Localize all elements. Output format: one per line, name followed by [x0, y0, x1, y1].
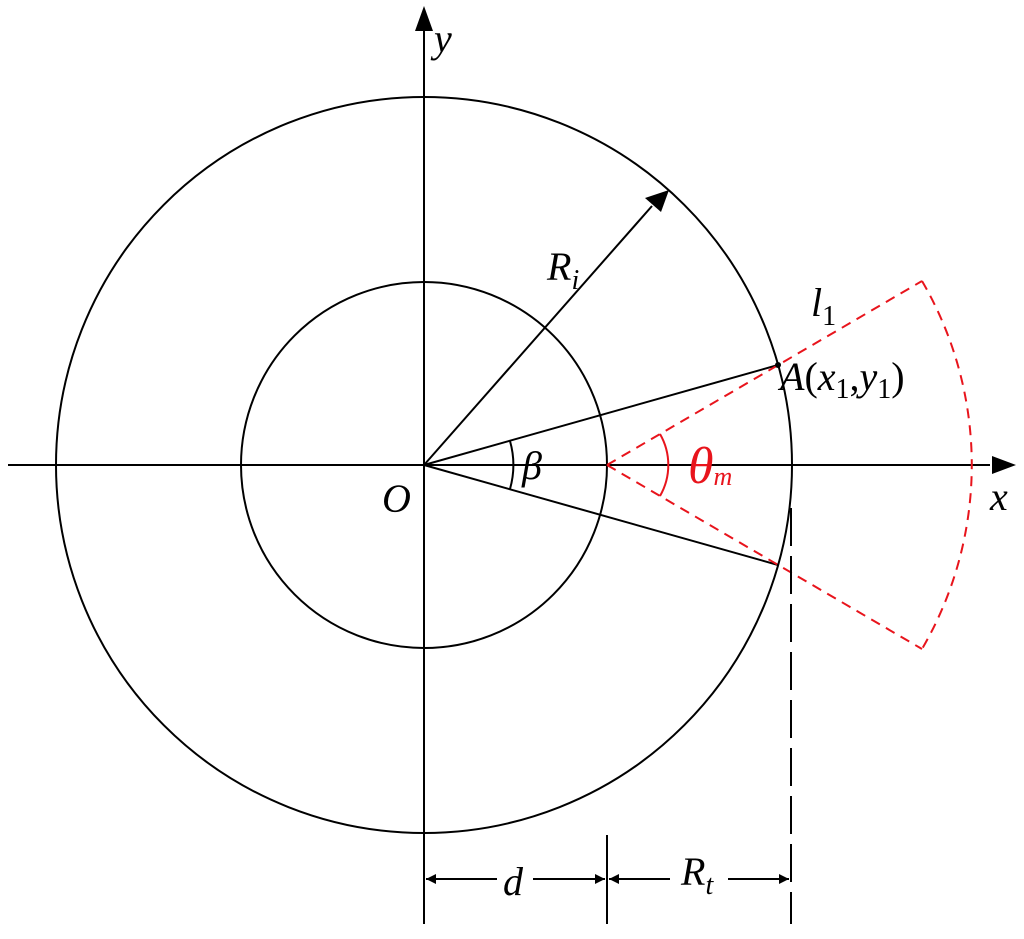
origin-label: O	[382, 476, 411, 521]
line-l1-main: l	[811, 280, 822, 325]
radius-ri-main: R	[546, 244, 571, 289]
theta-m-label: θm	[688, 438, 732, 495]
theta-subscript: m	[714, 462, 733, 491]
point-a-letter: A	[777, 354, 805, 399]
line-o-to-lower-point	[423, 464, 779, 566]
beta-label: β	[521, 443, 542, 488]
line-o-to-a	[423, 364, 779, 466]
theta-outer-arc	[921, 280, 973, 650]
point-a-y-subscript: 1	[877, 374, 891, 405]
point-a-comma: ,	[850, 354, 860, 399]
point-a-x-subscript: 1	[836, 374, 850, 405]
point-a-close-paren: )	[891, 354, 904, 399]
theta-lower-ray	[606, 464, 923, 650]
beta-angle-arc	[509, 440, 515, 490]
point-a-open-paren: (	[804, 354, 817, 399]
point-a-dot	[775, 362, 781, 368]
line-l1-label: l1	[811, 280, 836, 332]
dim-d-label: d	[503, 859, 524, 904]
point-a-label: A(x1,y1)	[777, 354, 905, 405]
radius-ri-subscript: i	[571, 265, 579, 296]
radius-rt-main: R	[680, 849, 705, 894]
dim-rt-label: Rt	[680, 849, 714, 901]
point-a-x: x	[817, 354, 836, 399]
line-l1-subscript: 1	[822, 301, 836, 332]
radius-ri-arrowhead	[645, 190, 669, 212]
radius-rt-subscript: t	[705, 870, 714, 901]
theta-angle-arc	[659, 433, 670, 497]
outer-circle	[55, 96, 793, 834]
y-axis-arrowhead	[415, 6, 433, 31]
radius-ri-arrow	[423, 205, 653, 466]
y-axis-label: y	[430, 16, 452, 61]
theta-main: θ	[688, 438, 714, 495]
radius-ri-label: Ri	[546, 244, 579, 296]
x-axis-arrowhead	[992, 456, 1016, 474]
point-a-y: y	[856, 354, 878, 399]
x-axis-label: x	[989, 474, 1008, 519]
